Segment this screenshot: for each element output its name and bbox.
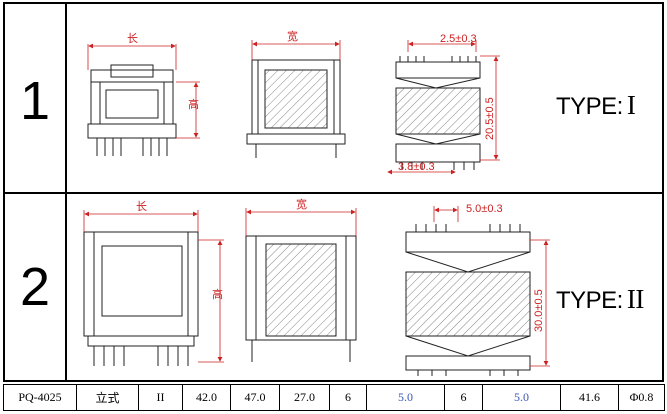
row2-row-span-label: 30.0±0.5 (533, 289, 545, 332)
spec-cell: 47.0 (230, 384, 280, 411)
spec-cell-pin-diameter: Φ0.8 (618, 384, 665, 411)
row2-width-label: 宽 (296, 197, 307, 211)
spec-cell: 6 (444, 384, 483, 411)
row1-bottom-view (395, 56, 481, 170)
row2-width-dim (245, 208, 357, 236)
spec-cell: 5.0 (366, 384, 445, 411)
spec-cell: 5.0 (482, 384, 561, 411)
spec-cell: 41.6 (560, 384, 619, 411)
spec-cell: 6 (329, 384, 367, 411)
row1-length-label: 长 (127, 32, 138, 45)
row2-pin-pitch-label: 5.0±0.3 (466, 203, 503, 215)
row2-type: TYPE:II (556, 284, 644, 315)
row1-type-label: TYPE: (556, 93, 623, 120)
row1-type: TYPE:I (556, 90, 636, 121)
row2-type-label: TYPE: (556, 287, 623, 314)
spec-cell: 42.0 (182, 384, 231, 411)
row2-front-view (83, 231, 199, 366)
row1-width-dim (251, 40, 341, 60)
row2-side-view (245, 235, 357, 362)
row1-type-roman: I (626, 90, 636, 120)
spec-cell-mount: 立式 (76, 384, 139, 411)
row2-height-label: 高 (212, 287, 223, 301)
spec-cell-type: II (138, 384, 183, 411)
row1-pin-offset-label: 3.8±0.3 (398, 161, 435, 173)
drawing-sheet: 1 2 TYPE:I TYPE:II (3, 2, 664, 382)
row1-width-label: 宽 (287, 29, 298, 43)
row1-height-label: 高 (188, 97, 199, 111)
row2-length-label: 长 (136, 200, 147, 213)
row1-bottom-dims (387, 40, 500, 175)
row1-number: 1 (19, 71, 51, 131)
row2-front-dims (83, 210, 224, 363)
spec-cell: 27.0 (279, 384, 330, 411)
spec-cell-model: PQ-4025 (3, 384, 77, 411)
row-divider (5, 192, 662, 194)
technical-drawings: 长 高 宽 2.5±0.3 20.5±0.5 3.8±0.3 (83, 29, 550, 376)
spec-table: PQ-4025 立式 II 42.0 47.0 27.0 6 5.0 6 5.0… (3, 384, 665, 411)
spec-row: PQ-4025 立式 II 42.0 47.0 27.0 6 5.0 6 5.0… (3, 384, 665, 411)
row2-type-roman: II (626, 284, 644, 314)
row2-bottom-view (405, 224, 531, 376)
row1-side-view (246, 59, 346, 158)
row1-row-span-label: 20.5±0.5 (484, 97, 496, 140)
row2-number: 2 (19, 257, 51, 317)
column-divider (65, 4, 67, 380)
row1-pin-pitch-label: 2.5±0.3 (440, 33, 477, 45)
row1-front-length-dim (87, 43, 200, 139)
row1-front-view (87, 64, 177, 156)
row2-bottom-dims (433, 206, 550, 367)
